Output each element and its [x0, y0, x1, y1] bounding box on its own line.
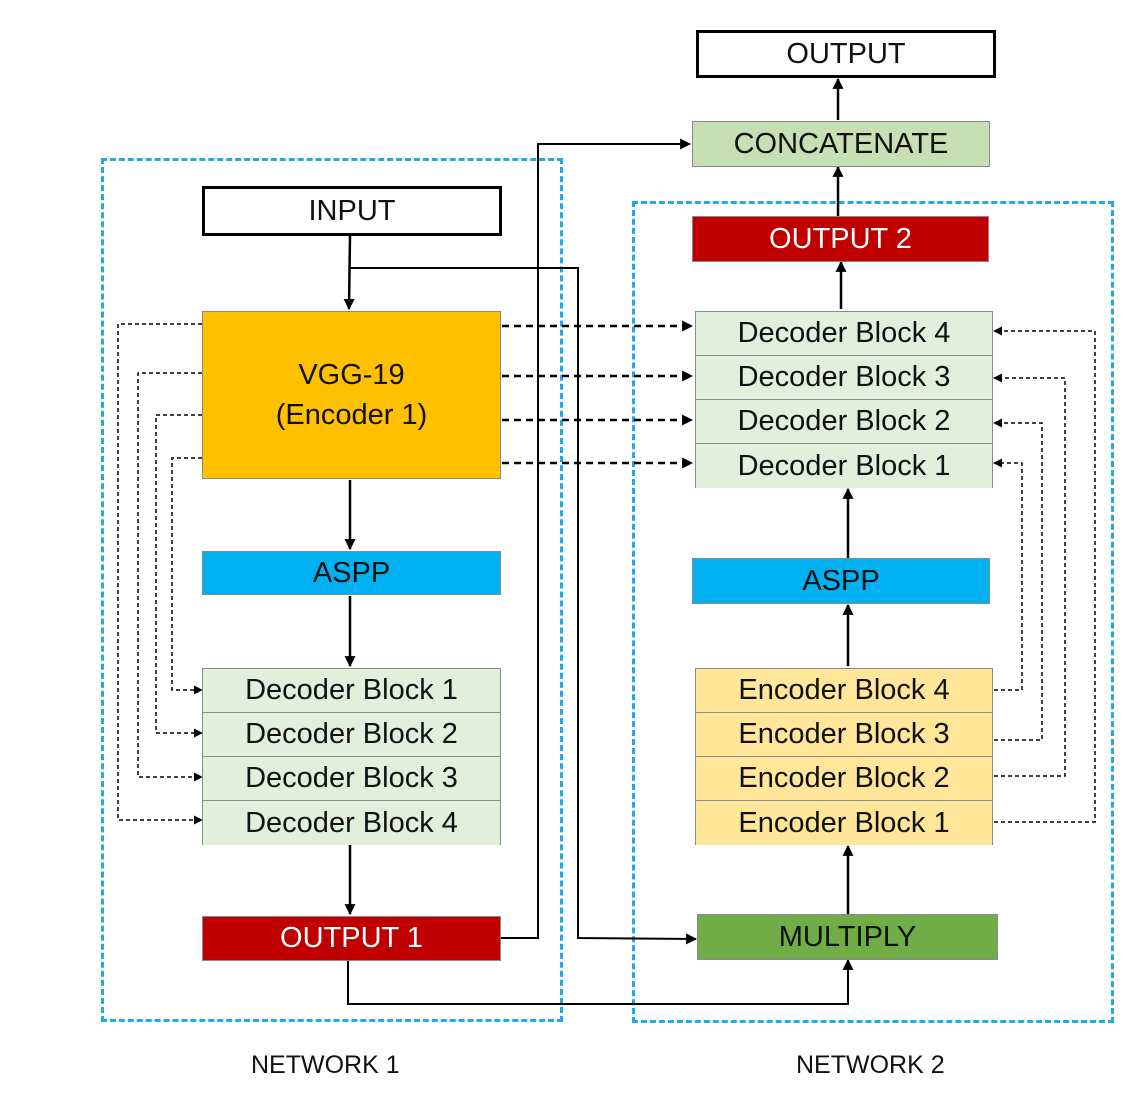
- decoder-block-label: Decoder Block 2: [245, 718, 458, 750]
- multiply-box: MULTIPLY: [697, 914, 998, 960]
- decoder-block-label: Decoder Block 3: [737, 361, 951, 393]
- network1-decoder-block: Decoder Block 3: [203, 757, 500, 801]
- encoder-subtitle: (Encoder 1): [275, 399, 428, 431]
- network1-decoder-block: Decoder Block 4: [203, 801, 500, 845]
- network2-aspp-box: ASPP: [692, 558, 990, 604]
- encoder-block-label: Encoder Block 3: [738, 718, 950, 750]
- concatenate-box: CONCATENATE: [692, 121, 990, 167]
- network2-boundary: [632, 201, 1114, 1023]
- network2-decoder-block: Decoder Block 1: [696, 444, 992, 488]
- vgg19-encoder-box: VGG-19 (Encoder 1): [202, 311, 501, 479]
- encoder-block-label: Encoder Block 2: [738, 762, 950, 794]
- input-to-multiply-wire: [350, 267, 698, 945]
- input-label: INPUT: [308, 194, 396, 227]
- network2-decoder-block: Decoder Block 2: [696, 400, 992, 444]
- decoder-block-label: Decoder Block 2: [737, 405, 951, 437]
- network2-encoder-block: Encoder Block 3: [696, 713, 992, 757]
- input-to-encoder-arrow: [343, 235, 355, 311]
- network1-decoder-stack: Decoder Block 1 Decoder Block 2 Decoder …: [202, 668, 501, 845]
- network1-caption: NETWORK 1: [251, 1051, 400, 1079]
- multiply-label: MULTIPLY: [778, 920, 917, 953]
- decoder-block-label: Decoder Block 4: [245, 806, 458, 839]
- skip-enc2-to-dec3: [993, 373, 1066, 777]
- network2-aspp-label: ASPP: [802, 564, 880, 597]
- decoder-block-label: Decoder Block 1: [245, 674, 458, 706]
- network2-encoder-block: Encoder Block 2: [696, 757, 992, 801]
- decoder-block-label: Decoder Block 1: [737, 449, 951, 482]
- final-output-label: OUTPUT: [786, 37, 906, 70]
- skip-encoder-to-decoder4: [117, 323, 203, 825]
- network2-encoder-stack: Encoder Block 4 Encoder Block 3 Encoder …: [695, 668, 993, 845]
- concatenate-label: CONCATENATE: [733, 127, 949, 160]
- decoder-block-label: Decoder Block 3: [245, 762, 458, 794]
- encoder-name: VGG-19: [298, 358, 405, 391]
- network1-boundary: [101, 158, 563, 1022]
- network2-encoder-block: Encoder Block 4: [696, 669, 992, 713]
- skip-encoder-to-decoder1: [171, 457, 203, 695]
- final-output-box: OUTPUT: [696, 30, 996, 78]
- encoder-block-label: Encoder Block 4: [738, 674, 950, 706]
- skip-encoder-to-decoder2: [155, 414, 203, 738]
- output2-box: OUTPUT 2: [692, 216, 989, 262]
- input-box: INPUT: [202, 186, 502, 236]
- encoder-block-label: Encoder Block 1: [738, 806, 950, 839]
- network2-decoder-block: Decoder Block 3: [696, 356, 992, 400]
- output1-to-multiply-wire: [347, 958, 854, 1005]
- output2-label: OUTPUT 2: [769, 222, 912, 255]
- skip-enc4-to-dec1: [993, 458, 1023, 691]
- network1-decoder-block: Decoder Block 2: [203, 713, 500, 757]
- output1-to-concatenate-wire: [500, 138, 692, 939]
- network1-aspp-label: ASPP: [312, 556, 391, 589]
- network1-aspp-box: ASPP: [202, 551, 501, 595]
- skip-enc3-to-dec2: [993, 418, 1043, 741]
- skip-encoder-to-decoder3: [137, 372, 203, 782]
- network2-decoder-block: Decoder Block 4: [696, 312, 992, 356]
- skip-enc1-to-dec4: [993, 326, 1096, 823]
- network2-decoder-stack: Decoder Block 4 Decoder Block 3 Decoder …: [695, 311, 993, 488]
- output1-label: OUTPUT 1: [280, 922, 423, 955]
- network2-caption: NETWORK 2: [796, 1051, 945, 1079]
- output1-box: OUTPUT 1: [202, 916, 501, 961]
- network1-decoder-block: Decoder Block 1: [203, 669, 500, 713]
- network2-encoder-block: Encoder Block 1: [696, 801, 992, 845]
- decoder-block-label: Decoder Block 4: [737, 317, 951, 349]
